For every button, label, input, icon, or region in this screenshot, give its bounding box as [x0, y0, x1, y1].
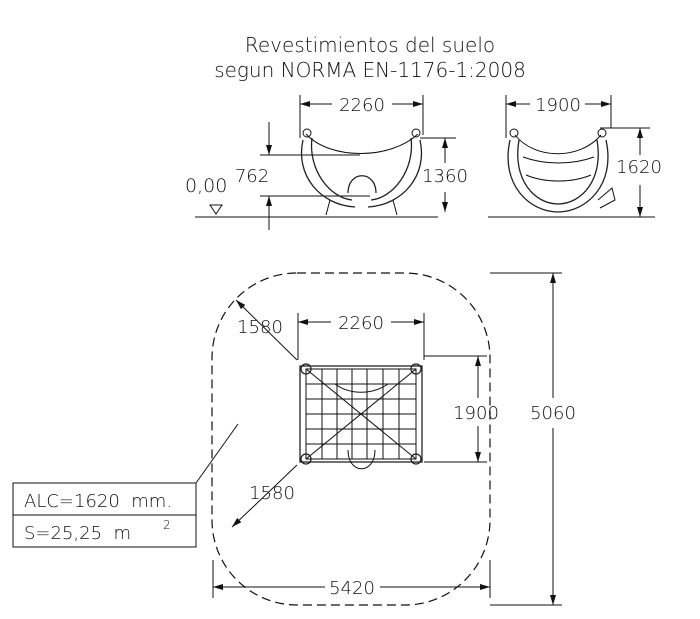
- equipment-length-label: 2260: [338, 313, 384, 334]
- plan-view: 5060 5420 2260 1900 1580 1580: [195, 272, 576, 606]
- front-width-label: 2260: [339, 95, 385, 116]
- total-length-label: 5420: [329, 578, 375, 599]
- level-triangle-icon: [209, 204, 223, 215]
- clearance-top-label: 1580: [237, 317, 283, 338]
- total-width-label: 5060: [530, 403, 576, 424]
- side-width-label: 1900: [535, 95, 581, 116]
- equipment-width-label: 1900: [453, 403, 499, 424]
- side-view: 1900 1620: [488, 95, 662, 218]
- seat-height-label: 762: [235, 166, 269, 187]
- info-box: ALC=1620 mm. S=25,25 m 2: [12, 482, 197, 548]
- safety-zone-outline: [211, 272, 491, 606]
- surface-exponent: 2: [163, 518, 171, 532]
- front-view: 0,00 2260 762 1360: [185, 95, 468, 230]
- alc-label: ALC=1620 mm.: [24, 491, 172, 512]
- front-height-label: 1360: [422, 166, 468, 187]
- side-height-label: 1620: [616, 157, 662, 178]
- title-line-1: Revestimientos del suelo: [245, 33, 495, 57]
- equipment-plan: [299, 363, 423, 470]
- surface-label: S=25,25 m: [24, 523, 131, 544]
- leader-line: [195, 423, 239, 484]
- title-line-2: segun NORMA EN-1176-1:2008: [214, 58, 526, 82]
- level-label: 0,00: [185, 175, 227, 197]
- clearance-bottom-label: 1580: [249, 483, 295, 504]
